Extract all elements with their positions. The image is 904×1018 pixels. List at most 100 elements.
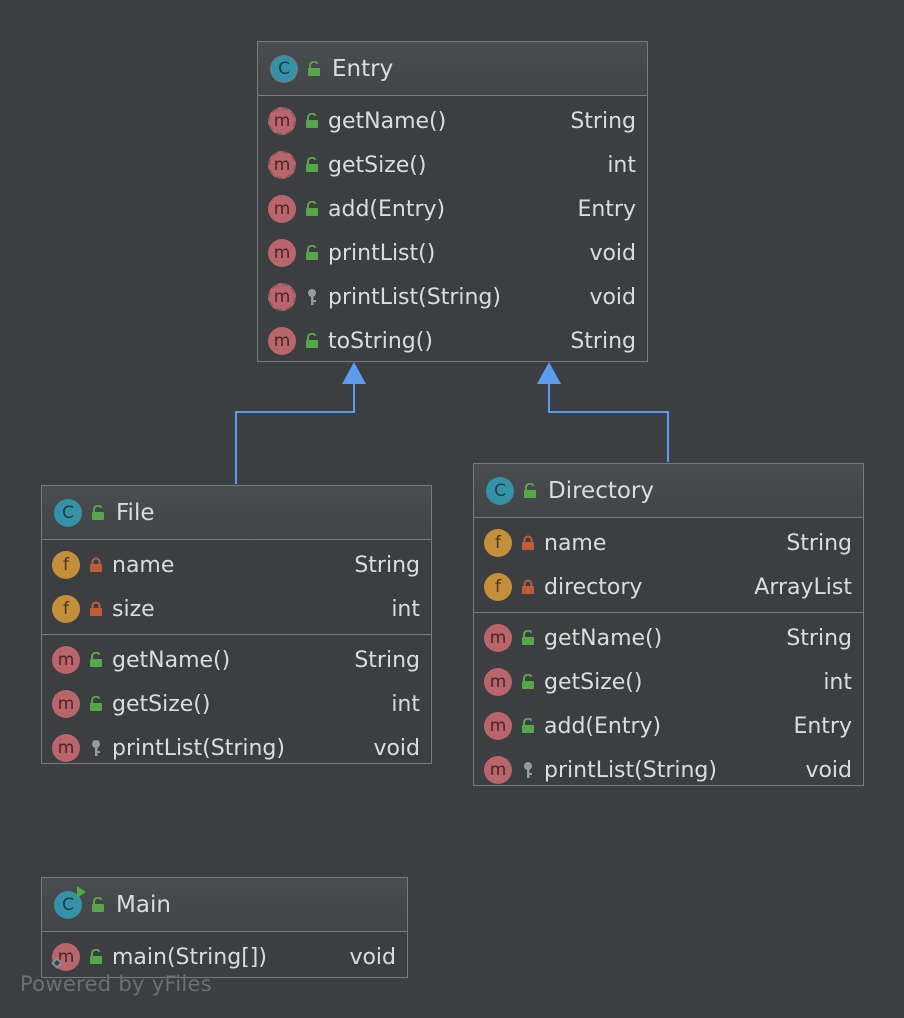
- method-icon: m: [52, 646, 80, 674]
- method-name: getName(): [544, 625, 663, 651]
- method-name: add(Entry): [544, 713, 662, 739]
- method-name: getSize(): [544, 669, 643, 695]
- return-type: int: [391, 691, 420, 717]
- yfiles-logo-icon: [51, 957, 63, 969]
- method-name: main(String[]): [112, 944, 267, 970]
- field-name: size: [112, 596, 155, 622]
- class-box-directory[interactable]: C Directory f name String f directory Ar…: [473, 463, 864, 786]
- class-header[interactable]: C Entry: [258, 42, 647, 96]
- abstract-method-icon: m: [268, 283, 296, 311]
- class-box-entry[interactable]: C Entry m getName() String m getSize() i…: [257, 41, 648, 362]
- method-row[interactable]: m add(Entry) Entry: [474, 704, 863, 748]
- method-name: getSize(): [112, 691, 211, 717]
- field-row[interactable]: f name String: [474, 521, 863, 565]
- return-type: String: [354, 647, 420, 673]
- method-row[interactable]: m printList(String) void: [474, 748, 863, 792]
- protected-key-icon: [304, 287, 320, 307]
- class-box-file[interactable]: C File f name String f size int m getNam…: [41, 485, 432, 764]
- method-row[interactable]: m printList(String) void: [42, 726, 431, 770]
- method-icon: m: [52, 690, 80, 718]
- return-type: void: [805, 757, 852, 783]
- class-name: Main: [116, 891, 171, 918]
- private-lock-icon: [88, 555, 104, 575]
- method-icon: m: [484, 712, 512, 740]
- return-type: String: [570, 108, 636, 134]
- private-lock-icon: [520, 533, 536, 553]
- private-lock-icon: [88, 599, 104, 619]
- private-lock-icon: [520, 577, 536, 597]
- method-row[interactable]: m getSize() int: [42, 682, 431, 726]
- method-row[interactable]: m printList(String) void: [258, 275, 647, 319]
- field-row[interactable]: f size int: [42, 587, 431, 631]
- return-type: int: [607, 152, 636, 178]
- method-row[interactable]: m toString() String: [258, 319, 647, 363]
- method-row[interactable]: m getSize() int: [258, 143, 647, 187]
- fields-section: f name String f size int: [42, 540, 431, 634]
- field-icon: f: [52, 595, 80, 623]
- method-icon: m: [268, 239, 296, 267]
- class-header[interactable]: C Main: [42, 878, 407, 932]
- method-icon: m: [268, 327, 296, 355]
- public-icon: [90, 895, 106, 915]
- class-box-main[interactable]: C Main m main(String[]) void: [41, 877, 408, 978]
- method-row[interactable]: m getName() String: [42, 638, 431, 682]
- return-type: void: [349, 944, 396, 970]
- public-icon: [522, 481, 538, 501]
- field-icon: f: [484, 573, 512, 601]
- public-icon: [304, 331, 320, 351]
- method-name: getName(): [328, 108, 447, 134]
- inheritance-arrowhead: [342, 362, 366, 384]
- class-header[interactable]: C Directory: [474, 464, 863, 518]
- methods-section: m getName() String m getSize() int m add…: [258, 96, 647, 366]
- field-type: String: [786, 530, 852, 556]
- method-icon: m: [484, 668, 512, 696]
- field-icon: f: [484, 529, 512, 557]
- powered-by-label: Powered by yFiles: [20, 972, 212, 996]
- class-header[interactable]: C File: [42, 486, 431, 540]
- method-name: printList(String): [544, 757, 717, 783]
- field-name: directory: [544, 574, 643, 600]
- public-icon: [520, 628, 536, 648]
- field-icon: f: [52, 551, 80, 579]
- method-row[interactable]: m getName() String: [474, 616, 863, 660]
- public-icon: [88, 650, 104, 670]
- methods-section: m main(String[]) void: [42, 932, 407, 982]
- public-icon: [304, 155, 320, 175]
- field-row[interactable]: f directory ArrayList: [474, 565, 863, 609]
- public-icon: [88, 694, 104, 714]
- edge-file-to-entry[interactable]: [235, 383, 355, 484]
- inheritance-arrowhead: [537, 362, 561, 384]
- protected-key-icon: [520, 760, 536, 780]
- field-name: name: [544, 530, 607, 556]
- class-icon: C: [486, 476, 514, 505]
- return-type: String: [570, 328, 636, 354]
- method-row[interactable]: m printList() void: [258, 231, 647, 275]
- method-icon: m: [268, 195, 296, 223]
- method-row[interactable]: m main(String[]) void: [42, 935, 407, 979]
- class-name: Entry: [332, 55, 394, 82]
- return-type: void: [373, 735, 420, 761]
- method-name: printList(): [328, 240, 436, 266]
- public-icon: [306, 59, 322, 79]
- return-type: void: [589, 284, 636, 310]
- method-name: getSize(): [328, 152, 427, 178]
- method-row[interactable]: m add(Entry) Entry: [258, 187, 647, 231]
- class-name: File: [116, 499, 155, 526]
- public-icon: [88, 947, 104, 967]
- field-name: name: [112, 552, 175, 578]
- edge-directory-to-entry[interactable]: [548, 383, 669, 462]
- method-name: printList(String): [328, 284, 501, 310]
- runnable-class-icon: C: [54, 885, 86, 919]
- method-row[interactable]: m getSize() int: [474, 660, 863, 704]
- abstract-method-icon: m: [268, 107, 296, 135]
- method-name: add(Entry): [328, 196, 446, 222]
- abstract-class-icon: C: [270, 54, 298, 83]
- protected-key-icon: [88, 738, 104, 758]
- public-icon: [520, 672, 536, 692]
- method-row[interactable]: m getName() String: [258, 99, 647, 143]
- class-name: Directory: [548, 477, 655, 504]
- methods-section: m getName() String m getSize() int m pri…: [42, 634, 431, 773]
- return-type: String: [786, 625, 852, 651]
- field-row[interactable]: f name String: [42, 543, 431, 587]
